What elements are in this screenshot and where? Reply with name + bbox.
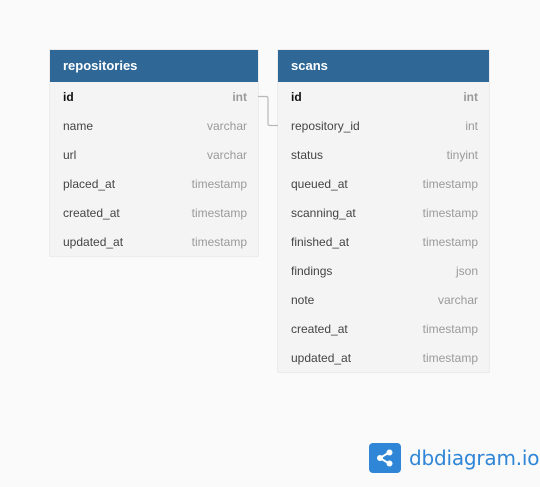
field-name: placed_at [63,176,116,191]
field-name: id [63,89,74,104]
field-row-note[interactable]: note varchar [278,285,489,314]
field-name: updated_at [63,234,124,249]
field-row-queued-at[interactable]: queued_at timestamp [278,169,489,198]
relationship-line[interactable] [258,95,278,127]
field-row-scanning-at[interactable]: scanning_at timestamp [278,198,489,227]
field-name: findings [291,263,333,278]
field-type: timestamp [422,234,478,249]
brand-name: dbdiagram.io [409,446,540,470]
field-row-created-at[interactable]: created_at timestamp [278,314,489,343]
field-type: varchar [206,147,247,162]
field-name: finished_at [291,234,350,249]
field-type: timestamp [422,205,478,220]
table-scans[interactable]: scans id int repository_id int status tinyint… [278,50,489,372]
field-type: tinyint [446,147,478,162]
field-row-updated-at[interactable]: updated_at timestamp [278,343,489,372]
field-type: json [455,263,478,278]
field-row-id[interactable]: id int [278,82,489,111]
field-type: int [465,118,478,133]
field-row-findings[interactable]: findings json [278,256,489,285]
field-row-name[interactable]: name varchar [50,111,258,140]
field-name: name [63,118,94,133]
share-nodes-icon [369,443,401,473]
field-name: created_at [63,205,120,220]
field-row-id[interactable]: id int [50,82,258,111]
field-type: int [463,89,478,104]
field-name: id [291,89,302,104]
field-row-status[interactable]: status tinyint [278,140,489,169]
field-row-created-at[interactable]: created_at timestamp [50,198,258,227]
table-header-scans[interactable]: scans [278,50,489,82]
field-name: scanning_at [291,205,356,220]
field-name: created_at [291,321,348,336]
field-type: varchar [206,118,247,133]
field-row-repository-id[interactable]: repository_id int [278,111,489,140]
field-row-placed-at[interactable]: placed_at timestamp [50,169,258,198]
field-row-updated-at[interactable]: updated_at timestamp [50,227,258,256]
field-type: timestamp [191,205,247,220]
field-name: url [63,147,77,162]
field-name: repository_id [291,118,360,133]
field-type: int [232,89,247,104]
field-type: timestamp [191,234,247,249]
field-type: timestamp [422,176,478,191]
field-row-url[interactable]: url varchar [50,140,258,169]
table-header-repositories[interactable]: repositories [50,50,258,82]
brand-watermark[interactable]: dbdiagram.io [369,443,540,473]
field-list-scans: id int repository_id int status tinyint queued… [278,82,489,372]
field-name: queued_at [291,176,348,191]
field-type: timestamp [422,350,478,365]
field-type: varchar [437,292,478,307]
field-name: updated_at [291,350,352,365]
field-row-finished-at[interactable]: finished_at timestamp [278,227,489,256]
field-name: status [291,147,324,162]
table-repositories[interactable]: repositories id int name varchar url varchar p… [50,50,258,256]
field-type: timestamp [422,321,478,336]
field-type: timestamp [191,176,247,191]
field-name: note [291,292,315,307]
